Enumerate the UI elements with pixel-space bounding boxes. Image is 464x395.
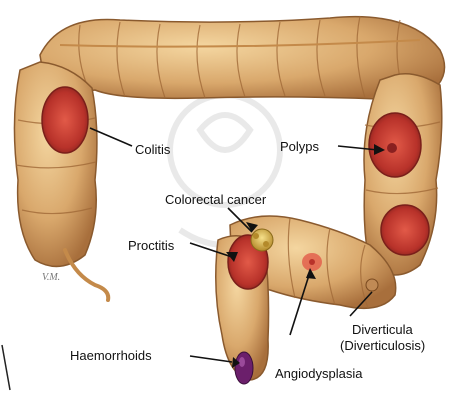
angiodysplasia-lesion xyxy=(302,253,322,271)
label-proctitis: Proctitis xyxy=(128,238,175,253)
polyps-lesion xyxy=(369,113,421,177)
label-diverticulosis: (Diverticulosis) xyxy=(340,338,425,353)
label-colitis: Colitis xyxy=(135,142,171,157)
colorectal-cancer-tumor xyxy=(251,229,273,251)
corner-line xyxy=(2,345,10,390)
label-angiodysplasia: Angiodysplasia xyxy=(275,366,363,381)
label-colorectal-cancer: Colorectal cancer xyxy=(165,192,267,207)
label-polyps: Polyps xyxy=(280,139,320,154)
label-haemorrhoids: Haemorrhoids xyxy=(70,348,152,363)
colitis-lesion xyxy=(42,87,88,153)
label-diverticula: Diverticula xyxy=(352,322,413,337)
haemorrhoids-lesion xyxy=(235,352,253,384)
signature-mark: V.M. xyxy=(42,272,60,283)
